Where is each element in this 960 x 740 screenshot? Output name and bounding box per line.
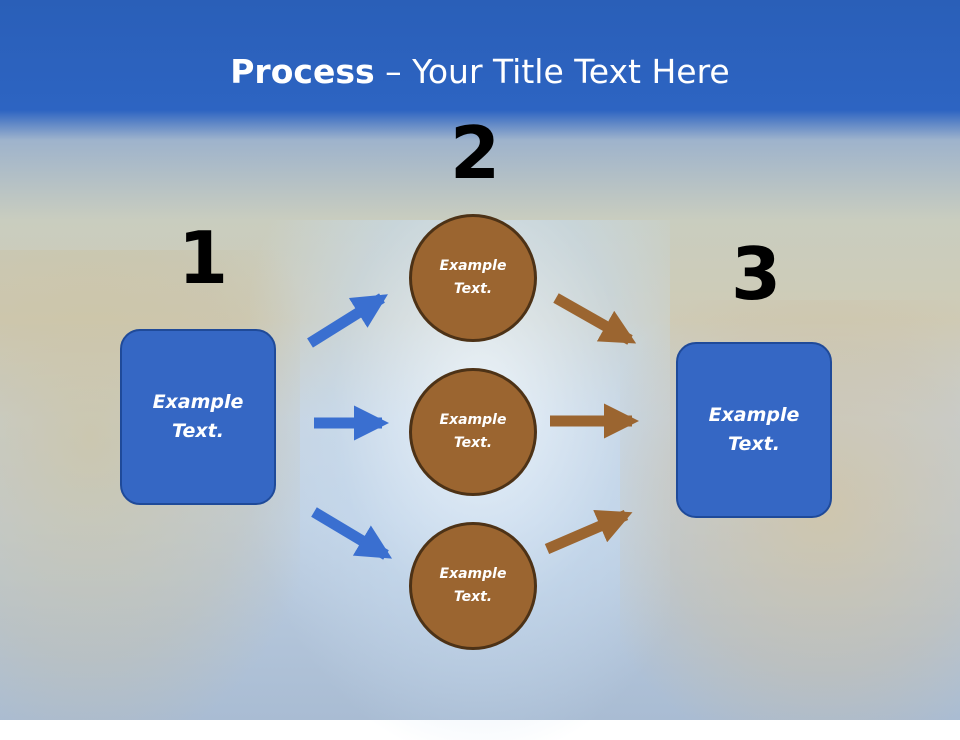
circle-bottom-text: Example Text. — [439, 566, 507, 605]
title-rest: – Your Title Text Here — [374, 52, 730, 91]
circle-bottom: Example Text. — [409, 522, 537, 650]
circle-top-text: Example Text. — [439, 258, 507, 297]
arrow-bottom-to-right — [544, 509, 633, 555]
left-process-box: Example Text. — [120, 329, 276, 505]
right-box-text: Example Text. — [708, 404, 800, 455]
step-number-1: 1 — [178, 216, 229, 300]
circle-middle: Example Text. — [409, 368, 537, 496]
arrow-left-to-bottom — [311, 507, 393, 560]
arrow-top-to-right — [553, 293, 637, 345]
left-box-text: Example Text. — [152, 391, 244, 442]
circle-top: Example Text. — [409, 214, 537, 342]
step-number-3: 3 — [731, 232, 782, 316]
arrow-left-to-top — [307, 293, 388, 348]
arrows-layer — [307, 293, 640, 560]
slide-title: Process – Your Title Text Here — [0, 52, 960, 91]
step-number-2: 2 — [450, 111, 501, 195]
right-process-box: Example Text. — [676, 342, 832, 518]
circle-middle-text: Example Text. — [439, 412, 507, 451]
title-bold: Process — [230, 52, 375, 91]
